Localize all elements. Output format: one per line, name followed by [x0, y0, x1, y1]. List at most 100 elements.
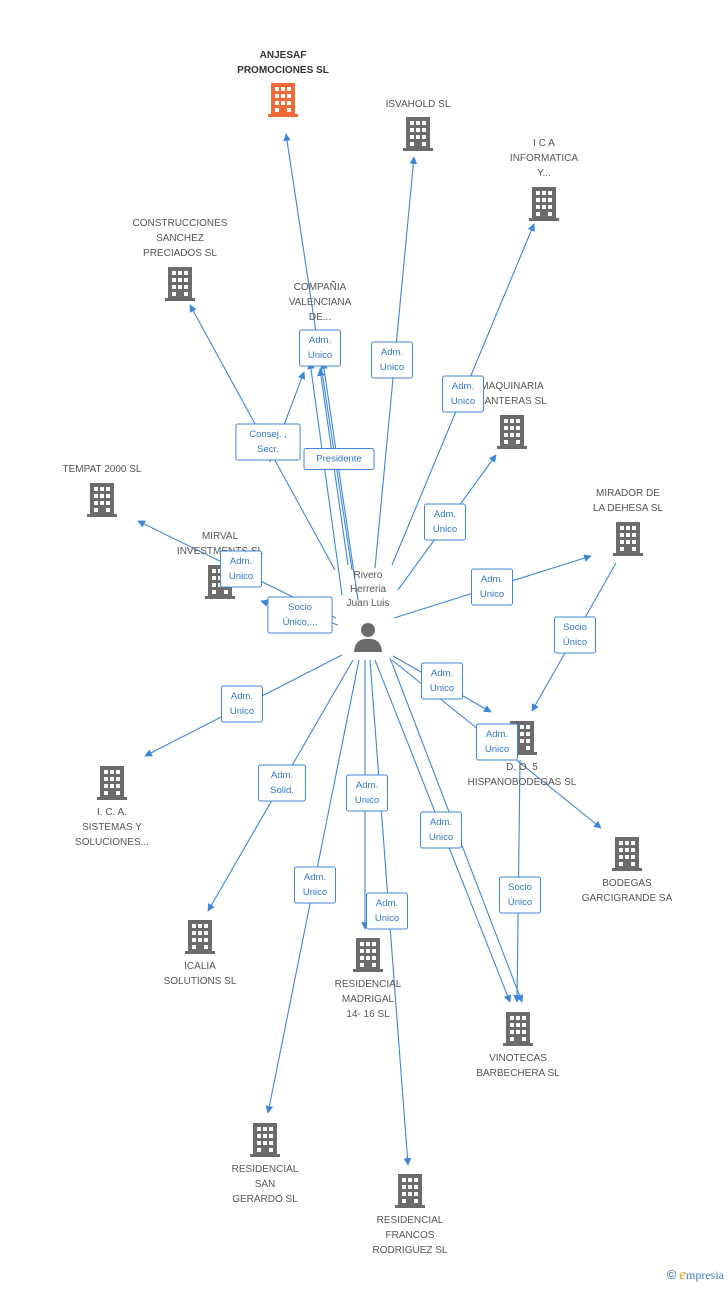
node-label: D. O. 5: [506, 762, 538, 773]
edge-label-box: [235, 423, 301, 461]
node-tempat[interactable]: TEMPAT 2000 SL: [63, 464, 142, 517]
building-icon: [613, 522, 643, 556]
footer-brand[interactable]: ©empresia: [667, 1267, 724, 1284]
brand-logo-initial: e: [679, 1267, 686, 1283]
node-label: SANCHEZ: [156, 233, 204, 244]
edge-label-box: [299, 329, 341, 367]
edge-label-text: Unico: [480, 589, 504, 600]
edge-label-text: Consej. ,: [249, 429, 287, 440]
edge-label-text: Unico: [308, 350, 332, 361]
node-label: PRECIADOS SL: [143, 248, 217, 259]
edge-label-text: Adm.: [481, 574, 503, 585]
node-label: I. C. A.: [97, 807, 127, 818]
edge-label-text: Único: [563, 637, 587, 648]
building-icon: [395, 1174, 425, 1208]
building-icon: [353, 938, 383, 972]
center-person-label: Juan Luis: [347, 598, 390, 609]
edge-label-box: [471, 568, 513, 606]
node-ica-sistemas[interactable]: I. C. A.SISTEMAS YSOLUCIONES...: [75, 766, 149, 848]
edge-label-center-ica-sistemas[interactable]: Adm.Unico: [221, 685, 263, 723]
edge-label-text: Socio: [288, 602, 312, 613]
edge-label-text: Unico: [430, 683, 454, 694]
edge-label-text: Unico: [485, 744, 509, 755]
edge-label-text: Adm.: [486, 729, 508, 740]
node-label: 14- 16 SL: [346, 1009, 390, 1020]
node-label: INVESTMENTS SL: [177, 546, 264, 557]
edge-label-center-san-gerardo[interactable]: Adm.Unico: [294, 866, 336, 904]
edge-label-center-ica-informatica[interactable]: Adm. Unico: [442, 375, 484, 413]
node-label: MIRADOR DE: [596, 488, 660, 499]
edge-label-text: Socio: [563, 622, 587, 633]
building-icon: [268, 83, 298, 117]
copyright-icon: ©: [666, 1267, 677, 1282]
edge-label-center-dos[interactable]: Adm.Unico: [421, 662, 463, 700]
edge-label-text: Adm.: [434, 509, 456, 520]
node-label: RESIDENCIAL: [335, 979, 402, 990]
edge-label-center-vinotecas[interactable]: Adm.Unico: [420, 811, 462, 849]
edge-label-center-anjesaf[interactable]: Adm.Unico: [299, 329, 341, 367]
edge-label-center-compania[interactable]: Presidente: [303, 448, 375, 470]
building-icon: [403, 117, 433, 151]
edge-label-center-tempat[interactable]: Adm.Unico: [220, 550, 262, 588]
node-mirador[interactable]: MIRADOR DE LA DEHESA SL: [593, 488, 663, 556]
edge-label-text: Adm.: [381, 347, 403, 358]
edge-label-center-mirador[interactable]: Adm. Unico: [471, 568, 513, 606]
edge-label-center-maquinaria[interactable]: Adm.Unico: [424, 503, 466, 541]
edge-label-text: Unico: [229, 571, 253, 582]
node-label: CANTERAS SL: [477, 396, 547, 407]
edge-label-text: Único: [508, 897, 532, 908]
edge-label-center-madrigal[interactable]: Adm.Unico: [346, 774, 388, 812]
node-isvahold[interactable]: ISVAHOLD SL: [386, 99, 451, 151]
edge-label-box: [371, 341, 413, 379]
node-label: RESIDENCIAL: [377, 1215, 444, 1226]
edge-line-extra-1: [307, 361, 343, 596]
edge-label-text: Unico: [303, 887, 327, 898]
building-icon: [497, 415, 527, 449]
edge-label-center-isvahold[interactable]: Adm. Unico: [371, 341, 413, 379]
edge-label-box: [303, 448, 375, 470]
edge-label-box: [267, 596, 333, 634]
node-ica-informatica[interactable]: I C AINFORMATICAY...: [510, 138, 578, 221]
edge-line-extra-2: [320, 361, 359, 601]
edge-label-box: [476, 723, 518, 761]
node-label: ICALIA: [184, 961, 216, 972]
node-label: LA DEHESA SL: [593, 503, 663, 514]
node-label: BODEGAS: [602, 878, 652, 889]
edge-label-text: Secr.: [257, 444, 279, 455]
node-label: FRANCOS: [386, 1230, 435, 1241]
edge-label-box: [442, 375, 484, 413]
edge-label-box: [554, 616, 596, 654]
node-bodegas[interactable]: BODEGAS GARCIGRANDE SA: [582, 837, 673, 904]
edge-label-center-icalia[interactable]: Adm.Solid.: [258, 764, 306, 802]
node-label: Y...: [537, 168, 551, 179]
node-label: VALENCIANA: [289, 297, 352, 308]
edge-label-center-francos[interactable]: Adm.Unico: [366, 892, 408, 930]
edge-label-center-mirval[interactable]: SocioÚnico,...: [267, 596, 333, 634]
node-label: VINOTECAS: [489, 1053, 547, 1064]
edge-label-text: Adm.: [231, 691, 253, 702]
building-icon: [165, 267, 195, 301]
node-compania[interactable]: COMPAÑIA VALENCIANA DE...: [289, 280, 352, 323]
edge-label-text: Unico: [451, 396, 475, 407]
edge-label-text: Unico: [380, 362, 404, 373]
node-label: COMPAÑIA: [294, 280, 347, 293]
node-label: DE...: [309, 312, 331, 323]
edge-label-text: Adm.: [452, 381, 474, 392]
edge-label-center-bodegas[interactable]: Adm. Unico: [476, 723, 518, 761]
node-label: GARCIGRANDE SA: [582, 893, 673, 904]
edge-label-center-construcciones[interactable]: Consej. , Secr.: [235, 423, 301, 461]
edge-label-box: [366, 892, 408, 930]
